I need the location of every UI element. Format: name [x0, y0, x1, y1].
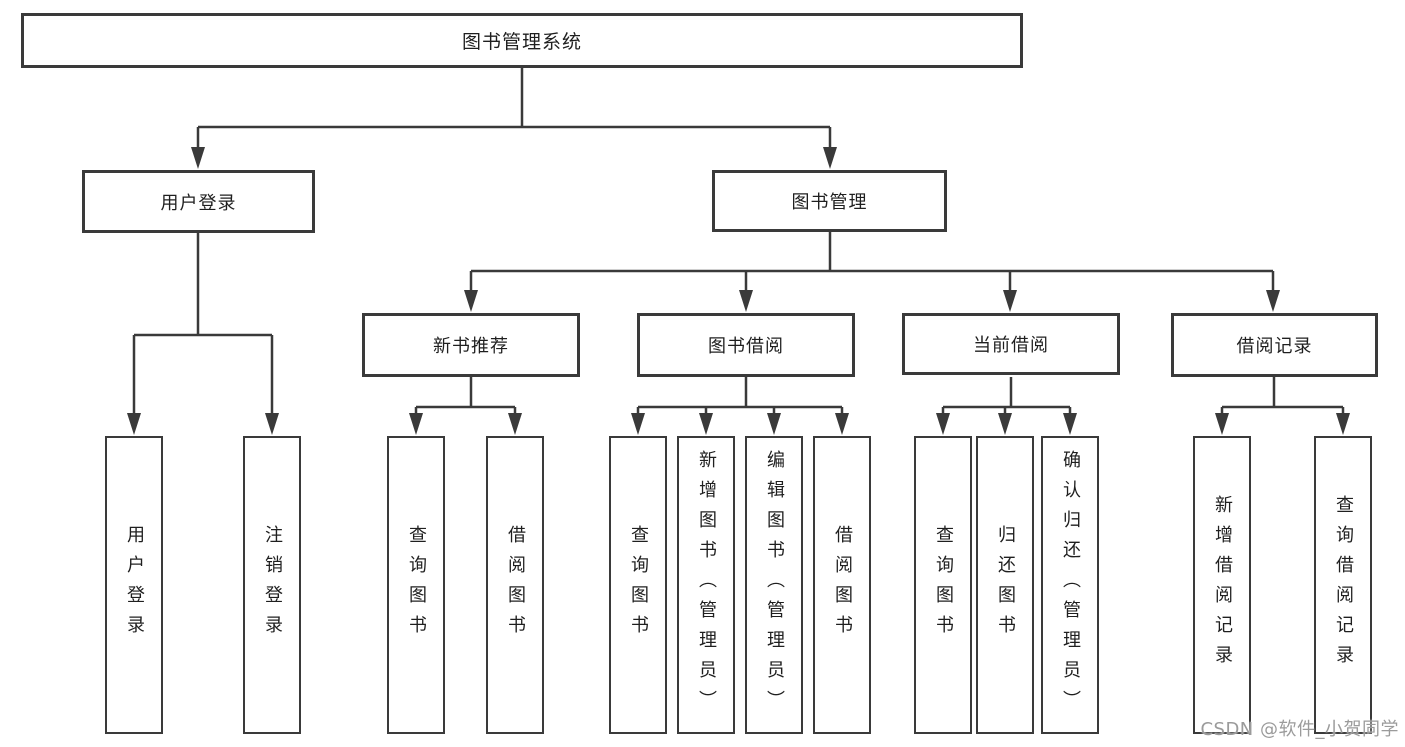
- node-current-borrowing: 当前借阅: [902, 313, 1120, 375]
- leaf-label: 归还图书: [995, 525, 1016, 645]
- node-new-book-recommendation: 新书推荐: [362, 313, 580, 377]
- leaf-bb-edit-books-admin: 编辑图书（管理员）: [745, 436, 803, 734]
- leaf-bb-borrow-books: 借阅图书: [813, 436, 871, 734]
- leaf-label: 用户登录: [124, 525, 145, 645]
- leaf-cb-return-books: 归还图书: [976, 436, 1034, 734]
- leaf-label: 借阅图书: [832, 525, 853, 645]
- leaf-label: 注销登录: [262, 525, 283, 645]
- node-label: 用户登录: [160, 192, 237, 214]
- node-label: 当前借阅: [973, 335, 1049, 356]
- node-label: 新书推荐: [433, 336, 509, 357]
- node-book-borrowing: 图书借阅: [637, 313, 855, 377]
- node-book-management: 图书管理: [712, 170, 947, 232]
- leaf-nb-borrow-books: 借阅图书: [486, 436, 544, 734]
- leaf-cb-confirm-return-admin: 确认归还（管理员）: [1041, 436, 1099, 734]
- leaf-label: 借阅图书: [505, 525, 526, 645]
- node-label: 图书借阅: [708, 336, 784, 357]
- leaf-label: 查询借阅记录: [1333, 495, 1354, 675]
- leaf-logout: 注销登录: [243, 436, 301, 734]
- node-library-management-system: 图书管理系统: [21, 13, 1023, 68]
- node-user-login: 用户登录: [82, 170, 315, 233]
- leaf-bb-add-books-admin: 新增图书（管理员）: [677, 436, 735, 734]
- leaf-label: 新增图书（管理员）: [696, 450, 717, 720]
- node-borrowing-records: 借阅记录: [1171, 313, 1378, 377]
- leaf-bb-query-books: 查询图书: [609, 436, 667, 734]
- leaf-cb-query-books: 查询图书: [914, 436, 972, 734]
- node-label: 图书管理: [791, 192, 868, 213]
- connector-path: [132, 68, 1345, 416]
- node-label: 借阅记录: [1236, 336, 1313, 357]
- node-label: 图书管理系统: [461, 31, 582, 53]
- leaf-label: 编辑图书（管理员）: [764, 450, 785, 720]
- csdn-watermark: CSDN @软件_小贺同学: [1200, 719, 1399, 740]
- leaf-label: 查询图书: [628, 525, 649, 645]
- leaf-label: 查询图书: [406, 525, 427, 645]
- leaf-user-login: 用户登录: [105, 436, 163, 734]
- leaf-nb-query-books: 查询图书: [387, 436, 445, 734]
- leaf-label: 新增借阅记录: [1212, 495, 1233, 675]
- leaf-br-query-borrow-record: 查询借阅记录: [1314, 436, 1372, 734]
- leaf-label: 确认归还（管理员）: [1060, 450, 1081, 720]
- leaf-br-add-borrow-record: 新增借阅记录: [1193, 436, 1251, 734]
- leaf-label: 查询图书: [933, 525, 954, 645]
